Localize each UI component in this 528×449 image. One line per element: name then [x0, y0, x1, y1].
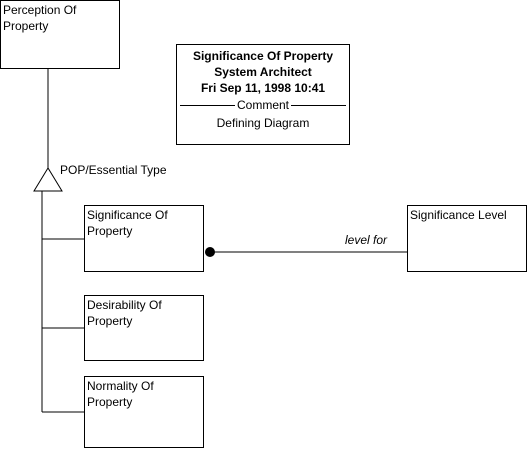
subtype-triangle: [33, 167, 63, 192]
entity-significance-level[interactable]: Significance Level: [407, 205, 527, 272]
subtype-discriminator-label: POP/Essential Type: [60, 163, 167, 177]
comment-separator: Comment: [180, 97, 347, 113]
relationship-label: level for: [345, 233, 388, 247]
comment-label: Comment: [237, 98, 290, 112]
comment-rule-right: [291, 104, 347, 106]
entity-significance-of-property[interactable]: Significance Of Property: [84, 205, 204, 272]
entity-perception-of-property[interactable]: Perception Of Property: [0, 0, 120, 69]
relationship-many-dot: [205, 247, 215, 257]
comment-text: Defining Diagram: [216, 116, 310, 130]
diagram-name: Significance Of Property: [192, 49, 334, 63]
diagram-date: Fri Sep 11, 1998 10:41: [200, 81, 326, 95]
title-block: Significance Of Property System Architec…: [176, 44, 350, 145]
comment-rule-left: [180, 104, 235, 106]
diagram-author: System Architect: [214, 65, 312, 79]
entity-desirability-of-property[interactable]: Desirability Of Property: [84, 295, 204, 361]
entity-normality-of-property[interactable]: Normality Of Property: [84, 376, 204, 448]
